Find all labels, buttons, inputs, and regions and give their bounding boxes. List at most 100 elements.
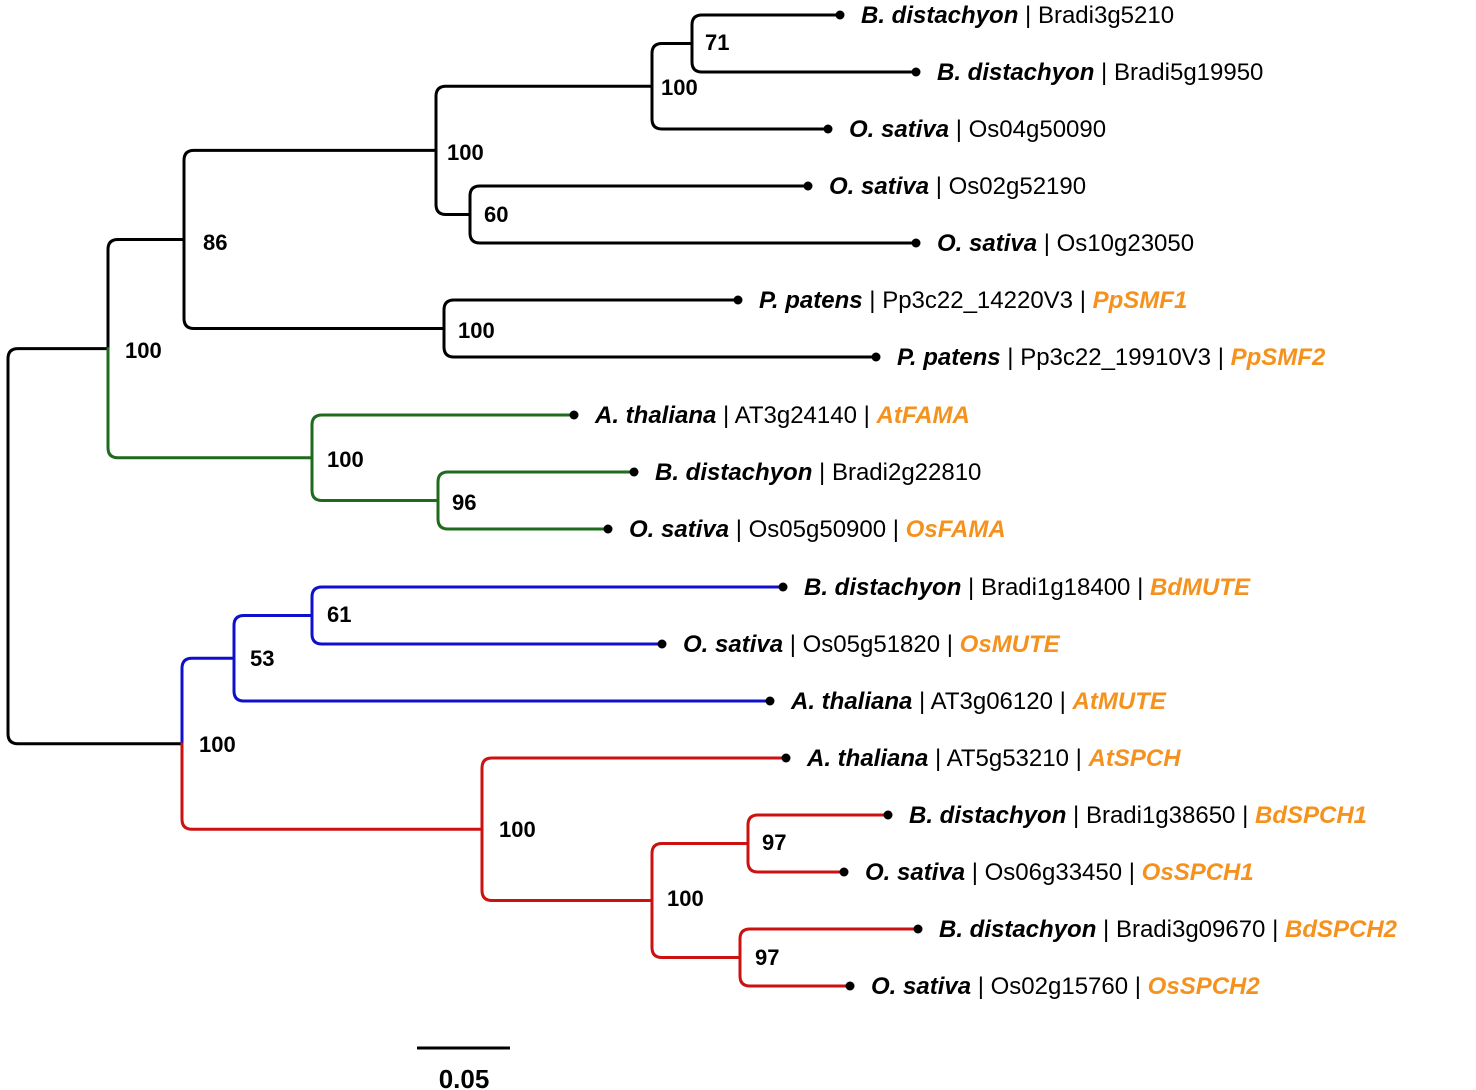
- scale-bar-label: 0.05: [439, 1064, 490, 1090]
- leaf-label: A. thaliana | AT3g06120 | AtMUTE: [790, 688, 1167, 715]
- leaf-separator: |: [1122, 859, 1142, 886]
- leaf-species: B. distachyon: [804, 574, 961, 601]
- leaf-label: O. sativa | Os06g33450 | OsSPCH1: [865, 859, 1254, 886]
- leaf-separator: |: [1235, 802, 1255, 829]
- leaf-accession: Os05g51820: [803, 631, 940, 658]
- support-value: 100: [199, 732, 236, 757]
- support-value: 60: [484, 202, 508, 227]
- leaf-gene-name: OsSPCH2: [1148, 973, 1261, 1000]
- leaf-accession: Bradi3g09670: [1116, 916, 1265, 943]
- leaf-separator: |: [716, 402, 734, 429]
- leaf-species: O. sativa: [865, 859, 965, 886]
- branch-root-N_B: [6, 544, 184, 746]
- leaf-separator: |: [863, 287, 883, 314]
- leaf-species: B. distachyon: [909, 802, 1066, 829]
- leaf-separator: |: [886, 516, 906, 543]
- branch-N_M-L10: [310, 585, 785, 617]
- leaf-gene-name: BdSPCH2: [1285, 916, 1398, 943]
- leaf-tip-dot: [569, 410, 579, 420]
- branch-N_M-L11: [310, 614, 664, 646]
- support-value: 100: [125, 338, 162, 363]
- leaf-separator: |: [783, 631, 803, 658]
- branch-N_C-N_PP: [182, 237, 446, 330]
- leaf-tip-dot: [781, 753, 791, 763]
- leaf-tip-dot: [629, 467, 639, 477]
- leaf-gene-name: AtFAMA: [876, 402, 970, 429]
- leaf-separator: |: [812, 459, 832, 486]
- leaf-species: P. patens: [897, 344, 1001, 371]
- leaf-label: P. patens | Pp3c22_14220V3 | PpSMF1: [759, 287, 1187, 314]
- leaf-accession: Os02g52190: [949, 173, 1086, 200]
- branch-N_B-N_SP: [180, 742, 484, 831]
- leaf-accession: AT3g24140: [735, 402, 857, 429]
- leaf-species: O. sativa: [629, 516, 729, 543]
- leaf-label: B. distachyon | Bradi1g38650 | BdSPCH1: [909, 802, 1367, 829]
- leaf-tip-dot: [603, 524, 613, 534]
- leaf-accession: Pp3c22_14220V3: [882, 287, 1073, 314]
- leaf-separator: |: [857, 402, 877, 429]
- leaf-species: A. thaliana: [594, 402, 716, 429]
- branch-N_G-N_I: [434, 148, 472, 216]
- leaf-separator: |: [965, 859, 985, 886]
- leaf-tip-dot: [911, 67, 921, 77]
- leaf-separator: |: [1053, 688, 1073, 715]
- leaf-separator: |: [912, 688, 930, 715]
- leaf-separator: |: [971, 973, 991, 1000]
- leaf-gene-name: OsMUTE: [960, 631, 1061, 658]
- branch-N_J-L1: [690, 42, 918, 74]
- branch-N_FA-N_K: [310, 456, 440, 502]
- branch-N_C-N_G: [182, 148, 438, 241]
- leaf-tip-dot: [657, 639, 667, 649]
- leaf-separator: |: [1018, 2, 1038, 29]
- leaf-label: O. sativa | Os02g52190: [829, 173, 1086, 200]
- leaf-gene-name: PpSMF1: [1093, 287, 1188, 314]
- leaf-separator: |: [1073, 287, 1093, 314]
- branch-N_SP-L13: [480, 756, 788, 831]
- support-value: 71: [705, 30, 729, 55]
- leaf-gene-name: OsSPCH1: [1142, 859, 1254, 886]
- branch-N_K-L9: [436, 499, 610, 531]
- support-value: 97: [762, 830, 786, 855]
- leaf-label: O. sativa | Os05g51820 | OsMUTE: [683, 631, 1061, 658]
- leaf-separator: |: [1037, 230, 1057, 257]
- leaf-species: B. distachyon: [937, 59, 1094, 86]
- leaf-species: O. sativa: [849, 116, 949, 143]
- leaf-tip-dot: [845, 981, 855, 991]
- leaf-gene-name: AtMUTE: [1072, 688, 1167, 715]
- leaf-accession: Os04g50090: [969, 116, 1106, 143]
- leaf-accession: Os06g33450: [985, 859, 1122, 886]
- branch-N_PP-L5: [442, 298, 740, 330]
- support-value: 100: [327, 447, 364, 472]
- leaf-species: O. sativa: [871, 973, 971, 1000]
- leaf-label: O. sativa | Os04g50090: [849, 116, 1106, 143]
- branch-N_J-L0: [690, 13, 842, 45]
- leaf-accession: Bradi5g19950: [1114, 59, 1263, 86]
- branch-N_R-L17: [738, 956, 852, 988]
- leaf-label: A. thaliana | AT3g24140 | AtFAMA: [594, 402, 970, 429]
- leaf-tip-dot: [911, 238, 921, 248]
- support-value: 96: [452, 490, 476, 515]
- leaf-separator: |: [929, 173, 949, 200]
- branch-N_P-N_Q: [650, 842, 750, 902]
- branch-root-N_A: [6, 347, 110, 548]
- branch-N_I-L4: [468, 213, 918, 245]
- leaf-tip-dot: [871, 352, 881, 362]
- leaf-gene-name: BdMUTE: [1150, 574, 1251, 601]
- branch-N_MU-L12: [232, 656, 772, 703]
- branch-N_P-N_R: [650, 899, 742, 959]
- leaf-tip-dot: [733, 295, 743, 305]
- leaf-accession: Bradi1g38650: [1086, 802, 1235, 829]
- leaf-separator: |: [1265, 916, 1285, 943]
- leaf-label: P. patens | Pp3c22_19910V3 | PpSMF2: [897, 344, 1326, 371]
- leaf-tip-dot: [883, 810, 893, 820]
- leaf-separator: |: [1128, 973, 1148, 1000]
- leaf-separator: |: [949, 116, 969, 143]
- branch-N_I-L3: [468, 184, 810, 216]
- leaf-accession: AT5g53210: [947, 745, 1069, 772]
- support-value: 100: [667, 886, 704, 911]
- branch-N_B-N_MU: [180, 656, 236, 746]
- branch-N_MU-N_M: [232, 614, 314, 660]
